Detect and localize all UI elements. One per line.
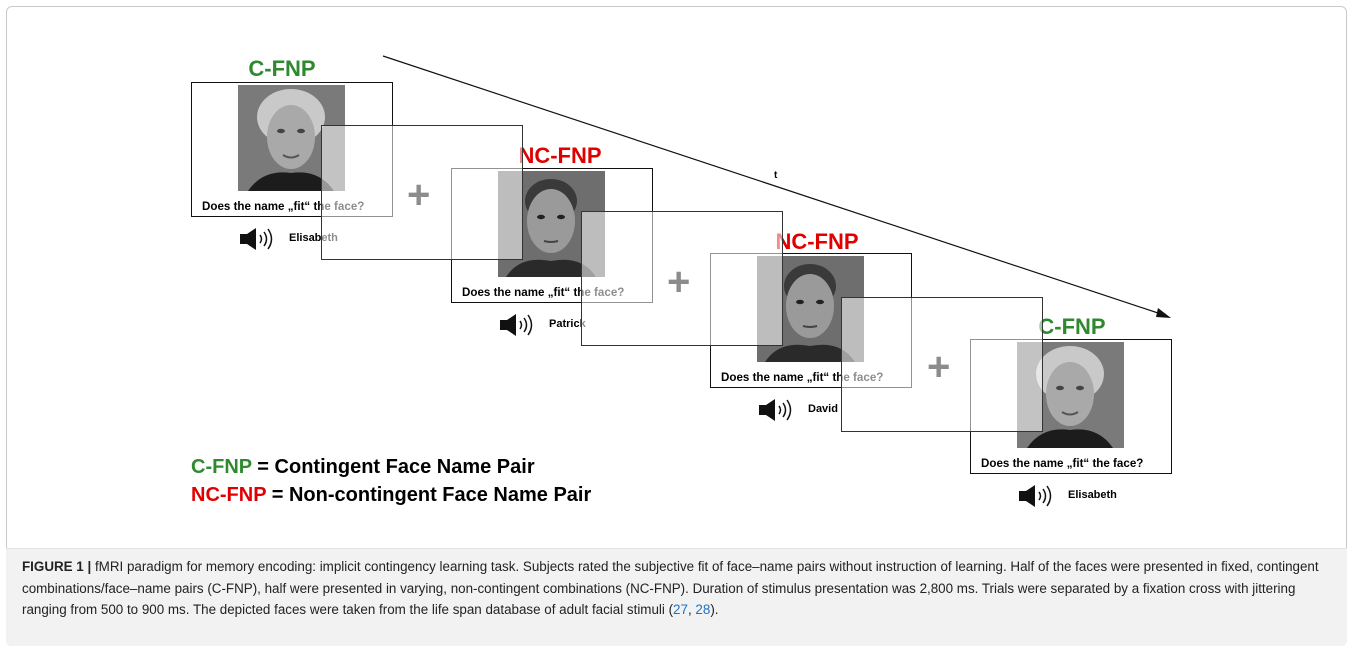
legend-text: Non-contingent Face Name Pair (288, 484, 592, 506)
caption-ref-sep: , (687, 602, 696, 617)
overlap-frame (581, 211, 783, 346)
legend-abbr: C-FNP (191, 456, 252, 478)
legend-sep: = (266, 484, 289, 506)
trial-2-condition: NC-FNP (518, 143, 602, 168)
caption-background (6, 548, 1347, 646)
trial-3-condition: NC-FNP (775, 229, 859, 254)
caption-text: fMRI paradigm for memory encoding: impli… (22, 559, 1319, 617)
reference-link[interactable]: 28 (695, 602, 711, 617)
overlap-frame (321, 125, 523, 260)
speaker-icon (757, 398, 797, 427)
caption-text-end: ). (710, 602, 719, 617)
speaker-icon (498, 313, 538, 342)
time-axis-label: t (774, 170, 778, 181)
trial-4-question: Does the name „fit“ the face? (981, 457, 1144, 470)
figure-caption: FIGURE 1 | fMRI paradigm for memory enco… (22, 556, 1332, 621)
legend-abbr: NC-FNP (191, 484, 267, 506)
legend-noncontingent: NC-FNP = Non-contingent Face Name Pair (191, 484, 591, 507)
overlap-frame (841, 297, 1043, 432)
trial-2-name: Patrick (549, 318, 586, 330)
legend-sep: = (251, 456, 275, 478)
legend-text: Contingent Face Name Pair (274, 456, 535, 478)
figure-label: FIGURE 1 | (22, 559, 92, 574)
speaker-icon (238, 227, 278, 256)
trial-3-name: David (808, 403, 838, 415)
legend-contingent: C-FNP = Contingent Face Name Pair (191, 456, 535, 479)
trial-4-name: Elisabeth (1068, 489, 1117, 501)
reference-link[interactable]: 27 (673, 602, 688, 617)
speaker-icon (1017, 484, 1057, 513)
trial-4-condition: C-FNP (1038, 314, 1106, 339)
trial-1-condition: C-FNP (248, 56, 316, 81)
